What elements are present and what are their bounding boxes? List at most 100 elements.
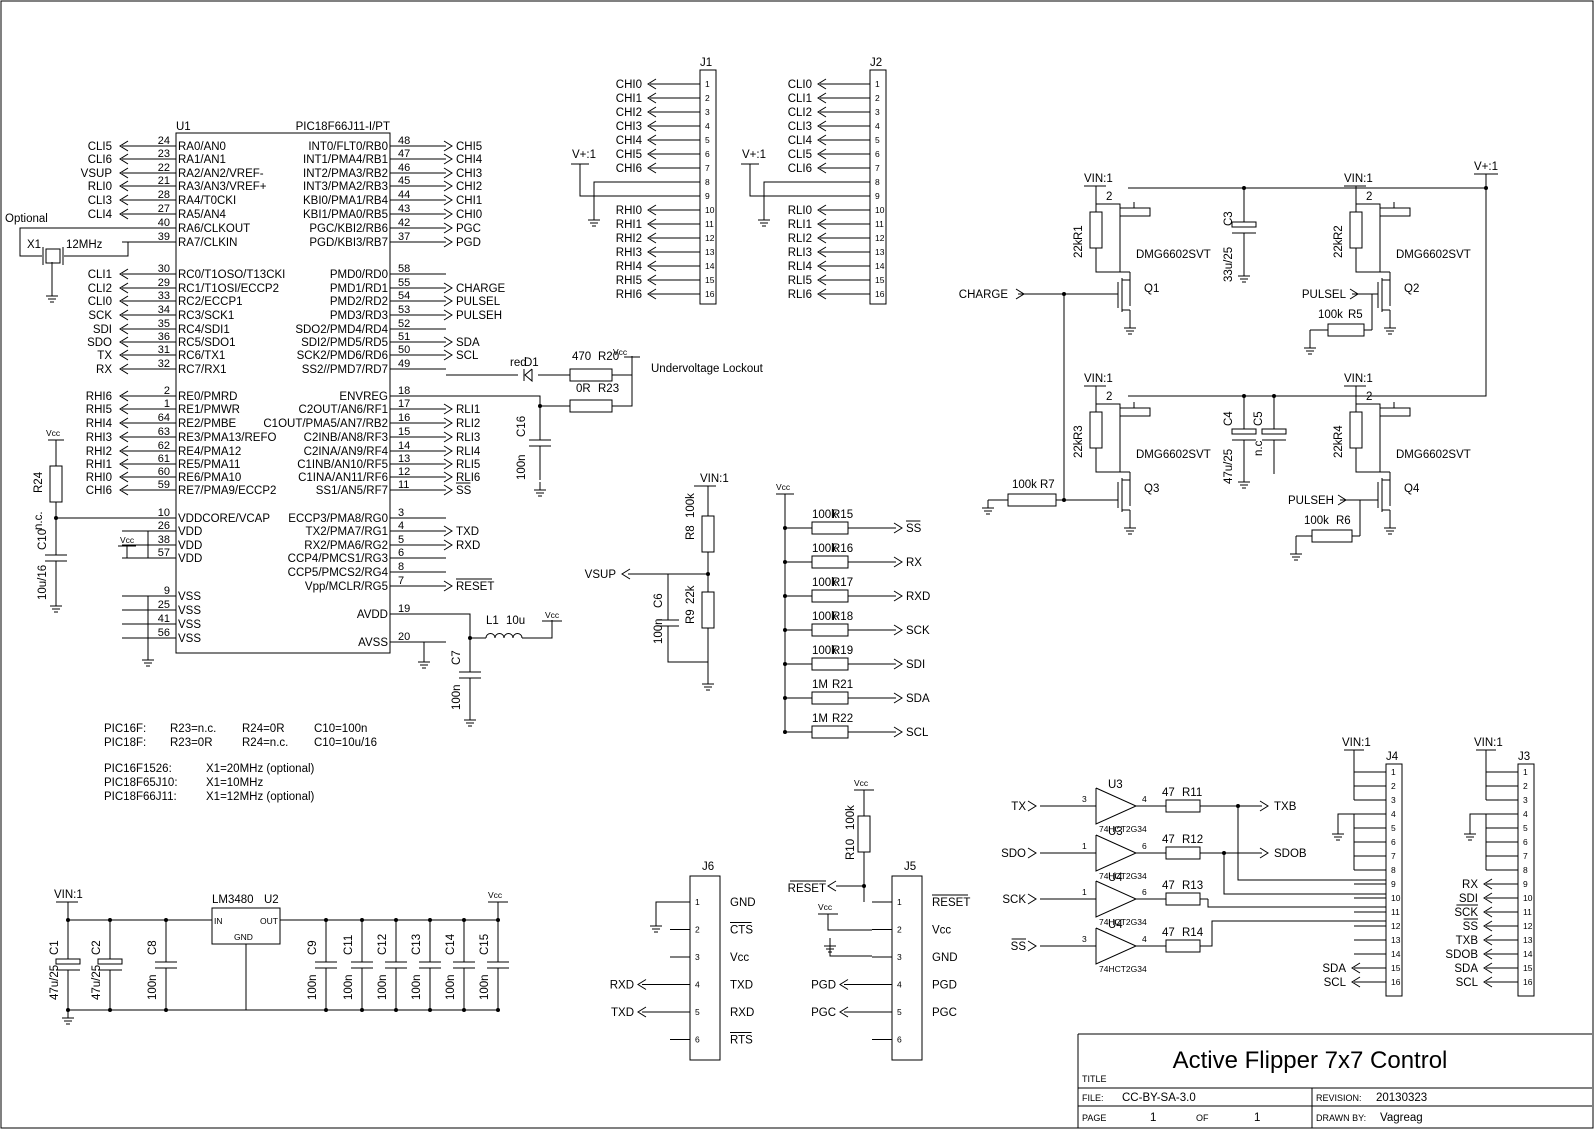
u1-net-label: RLI6	[456, 472, 480, 484]
j3-net-label: SS	[1463, 921, 1479, 933]
net-arrow	[1351, 976, 1361, 988]
r10-ref: R10	[845, 839, 857, 860]
u1-pin-name: VDDCORE/VCAP	[178, 513, 270, 525]
junction	[428, 1008, 432, 1012]
u1-pin-number: 4	[398, 520, 404, 532]
u1-pin-number: 11	[398, 479, 409, 491]
pullup-value: 1M	[812, 713, 828, 725]
u1-pin-name: KBI1/PMA0/RB5	[303, 209, 388, 221]
u1-pin-name: RE0/PMRD	[178, 391, 237, 403]
u1-net-label: CHI6	[86, 485, 112, 497]
pullup-value: 100k	[812, 543, 837, 555]
net-arrow	[443, 282, 453, 294]
junction	[462, 918, 466, 922]
resistor	[701, 515, 715, 553]
resistor	[811, 521, 849, 535]
u1-pin-name: C1INB/AN10/RF5	[297, 459, 388, 471]
u1-pin-number: 58	[398, 263, 410, 275]
net-arrow	[1483, 878, 1493, 890]
mosfet-ref: Q1	[1144, 283, 1159, 295]
u1-pin-name: SDI2/PMD5/RD5	[301, 337, 388, 349]
vcc-label: Vcc	[545, 610, 560, 620]
j2-net-label: CLI5	[788, 149, 812, 161]
j3-pin-number: 10	[1523, 893, 1533, 903]
resistor	[1089, 211, 1103, 249]
net-arrow	[119, 403, 129, 415]
j3-pin-number: 9	[1523, 879, 1528, 889]
resistor	[1089, 411, 1103, 449]
reg-cap-ref: C9	[307, 940, 319, 955]
mosfet-ref: Q2	[1404, 283, 1419, 295]
wire	[126, 546, 176, 559]
u1-pin-name: RE7/PMA9/ECCP2	[178, 485, 276, 497]
pullup-value: 1M	[812, 679, 828, 691]
j5-pin-number: 5	[897, 1007, 902, 1017]
u1-pin-number: 52	[398, 318, 410, 330]
u1-body	[175, 132, 391, 654]
wire	[1128, 188, 1487, 397]
u1-pin-number: 29	[158, 277, 170, 289]
u1-net-label: RLI5	[456, 459, 480, 471]
u1-pin-number: 7	[398, 575, 404, 587]
net-arrow	[647, 78, 657, 90]
u1-pin-number: 16	[398, 412, 410, 424]
gate-res-ref: R6	[1336, 515, 1351, 527]
wire	[1223, 853, 1386, 895]
u1-net-label: CLI1	[88, 269, 112, 281]
wire	[1355, 456, 1390, 473]
label: 2	[1366, 191, 1372, 203]
net-arrow	[119, 208, 129, 220]
r8-value: 100k	[685, 493, 697, 518]
net-arrow	[647, 232, 657, 244]
u1-pin-name: VSS	[178, 633, 201, 645]
u2-in: IN	[214, 916, 223, 926]
j6-pin-name: TXD	[730, 980, 753, 992]
wire	[1355, 256, 1390, 273]
u1-pin-number: 40	[158, 217, 170, 229]
wire	[763, 181, 870, 212]
net-arrow	[443, 471, 453, 483]
junction	[360, 1008, 364, 1012]
u1-pin-number: 1	[164, 398, 170, 410]
vin-label: VIN:1	[1344, 373, 1373, 385]
gate-res-ref: R7	[1040, 479, 1055, 491]
r10-value: 100k	[845, 805, 857, 830]
reg-cap-ref: C12	[377, 934, 389, 955]
j2-net-label: RLI3	[788, 247, 812, 259]
u2-part: LM3480	[212, 894, 254, 906]
pullup-net: RX	[906, 557, 922, 569]
net-arrow	[443, 403, 453, 415]
junction	[394, 918, 398, 922]
vcc-label: Vcc	[854, 778, 869, 788]
j3-pin-number: 6	[1523, 837, 1528, 847]
j4-pin-number: 13	[1391, 935, 1401, 945]
c10-ref: C10	[37, 529, 49, 550]
buffer-res-value: 47	[1162, 787, 1175, 799]
u1-pin-name: RC0/T1OSO/T13CKI	[178, 269, 285, 281]
file-value: CC-BY-SA-3.0	[1122, 1092, 1196, 1104]
j1-pin-number: 6	[705, 149, 710, 159]
j3-net-label: SDI	[1459, 893, 1478, 905]
vcc-label: Vcc	[613, 347, 628, 357]
note-text: C10=100n	[314, 723, 367, 735]
c6-value: 100n	[653, 618, 665, 644]
bulk-cap-value: 33u/25	[1223, 247, 1235, 282]
j6-net-label: RXD	[610, 980, 634, 992]
vsup-label: VSUP	[585, 569, 617, 581]
u1-pin-number: 38	[158, 534, 170, 546]
c7-value: 100n	[451, 684, 463, 710]
reg-cap-value: 100n	[411, 974, 423, 1000]
net-arrow	[621, 568, 631, 580]
junction	[1484, 186, 1488, 190]
pmos	[1379, 407, 1411, 417]
j3-net-label: RX	[1462, 879, 1478, 891]
vcc-label: Vcc	[818, 902, 833, 912]
junction	[66, 918, 70, 922]
wire	[1208, 920, 1386, 947]
pullup-ref: R19	[832, 645, 853, 657]
reg-cap-value: 100n	[377, 974, 389, 1000]
j5-net-label: PGD	[811, 980, 836, 992]
j2-net-label: RLI0	[788, 205, 812, 217]
pullup-value: 100k	[812, 611, 837, 623]
net-arrow	[443, 180, 453, 192]
